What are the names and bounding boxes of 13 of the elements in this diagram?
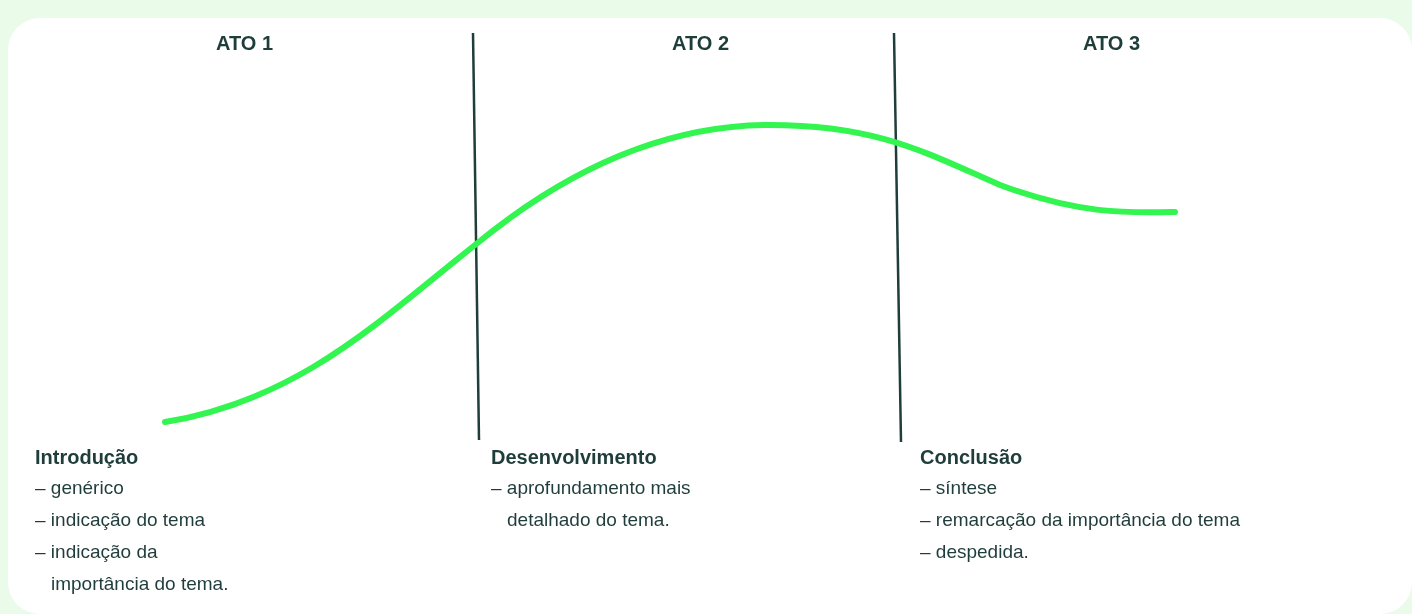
list-item: – indicação da importância do tema. (35, 540, 230, 596)
list-item: – indicação do tema (35, 508, 207, 532)
list-item: – despedida. (920, 540, 1030, 564)
act-heading: ATO 2 (672, 32, 730, 55)
list-item: – genérico (35, 476, 125, 500)
list-item: – síntese (920, 476, 999, 500)
act-heading: ATO 3 (1083, 32, 1141, 55)
section-title: Conclusão (920, 445, 1024, 470)
list-item: – aprofundamento mais detalhado do tema. (491, 476, 692, 532)
section-title: Desenvolvimento (491, 445, 658, 470)
list-item: – remarcação da importância do tema (920, 508, 1241, 532)
act-heading: ATO 1 (216, 32, 274, 55)
section-title: Introdução (35, 445, 140, 470)
